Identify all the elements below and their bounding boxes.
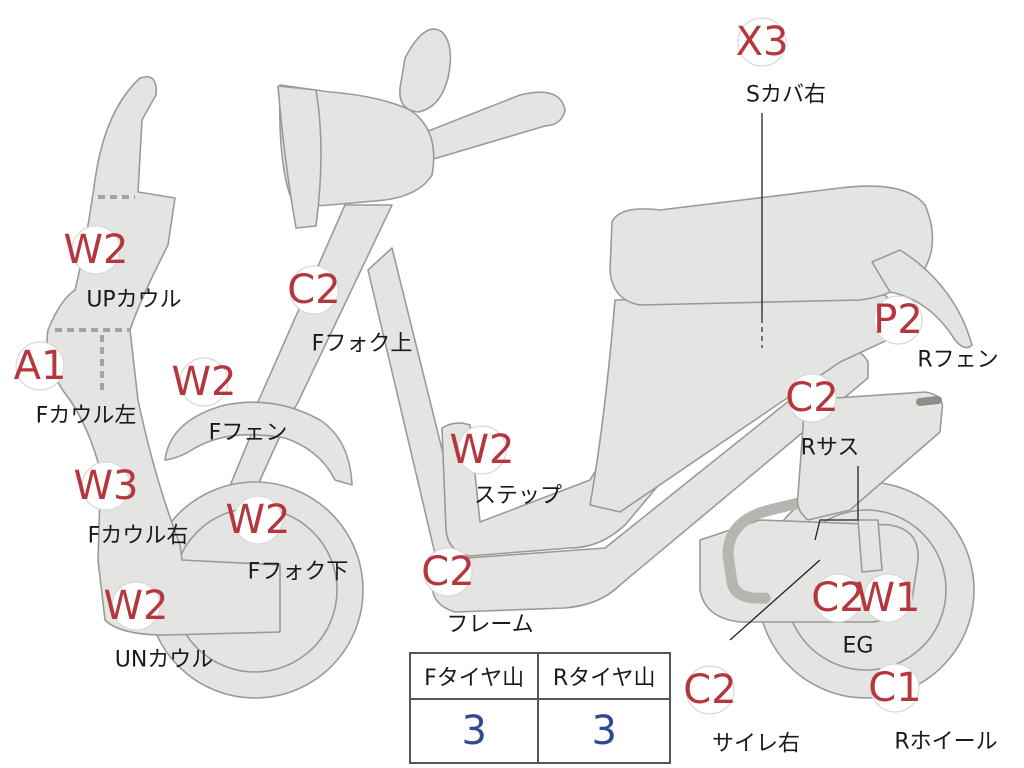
leader-r-suspension (814, 466, 859, 541)
badge-f-fork-upper: C2 Fフォク上 (287, 265, 413, 357)
condition-code: C2 (785, 375, 838, 421)
part-label: Fフォク上 (312, 332, 413, 357)
badge-r-suspension: C2 Rサス (785, 373, 860, 461)
badge-circle (685, 665, 735, 715)
condition-code: W3 (74, 463, 139, 509)
condition-code: C2 (421, 549, 474, 595)
badge-circle (15, 341, 65, 391)
badge-engine: C2 W1 EG (811, 573, 921, 659)
badge-circle (179, 357, 229, 407)
motorcycle-silhouette (46, 28, 975, 699)
badge-circle (289, 265, 339, 315)
part-label: ステップ (474, 484, 562, 509)
part-label: Fフォク下 (248, 560, 349, 585)
rear-fender (871, 249, 973, 349)
part-label: サイレ右 (712, 732, 800, 757)
badge-r-fender: P2 Rフェン (873, 295, 999, 373)
condition-code: P2 (873, 297, 923, 343)
badge-f-cowl-left: A1 Fカウル左 (14, 341, 137, 429)
badge-circle (737, 17, 787, 67)
badge-circle (873, 295, 923, 345)
part-label: UPカウル (86, 288, 181, 313)
condition-code: C2 (287, 267, 340, 313)
leader-lines (729, 113, 859, 641)
headlight-lens (277, 85, 322, 229)
badge-step: W2 ステップ (450, 425, 562, 509)
part-label: Rホイール (894, 730, 997, 755)
badge-r-wheel: C1 Rホイール (868, 663, 998, 755)
part-label: Rサス (801, 436, 860, 461)
condition-code: C2 (811, 575, 864, 621)
front-fender (164, 401, 353, 486)
condition-code: W2 (226, 497, 291, 543)
part-label: Sカバ右 (746, 83, 826, 108)
front-fork (249, 204, 393, 426)
leader-muffler (729, 559, 821, 641)
condition-code: W2 (104, 583, 169, 629)
rear-tire-tread-value: 3 (537, 698, 671, 764)
badge-circle (863, 573, 913, 623)
badge-un-cowl: W2 UNカウル (104, 581, 214, 673)
badge-circle (787, 373, 837, 423)
tire-tread-table: Fタイヤ山 Rタイヤ山 3 3 (408, 652, 671, 764)
badge-circle (813, 573, 863, 623)
table-row: 3 3 (408, 698, 671, 764)
badge-circle (81, 461, 131, 511)
condition-code: W2 (172, 359, 237, 405)
part-label: UNカウル (115, 648, 214, 673)
condition-code: W2 (64, 227, 129, 273)
exhaust-pipe (722, 482, 866, 604)
rear-tire-tread-header: Rタイヤ山 (537, 652, 671, 700)
badge-circle (423, 547, 473, 597)
badge-up-cowl: W2 UPカウル (64, 225, 182, 313)
part-label: EG (843, 634, 874, 659)
windscreen (399, 28, 452, 113)
badge-f-fork-lower: W2 Fフォク下 (226, 495, 349, 585)
badge-frame: C2 フレーム (421, 547, 534, 638)
condition-code: C2 (683, 667, 736, 713)
badge-circle (71, 225, 121, 275)
badge-s-cover-right: X3 Sカバ右 (736, 17, 826, 108)
part-label: Fカウル左 (36, 404, 137, 429)
rear-shock (857, 519, 883, 573)
part-label: Fフェン (209, 421, 288, 446)
rear-axle-rod (916, 396, 942, 406)
badge-f-fender: W2 Fフェン (172, 357, 288, 446)
rear-rail (796, 391, 944, 521)
badge-circle (111, 581, 161, 631)
table-header-row: Fタイヤ山 Rタイヤ山 (408, 652, 671, 700)
front-tire-tread-value: 3 (408, 698, 540, 764)
condition-code: W2 (450, 427, 515, 473)
part-label: フレーム (446, 613, 533, 638)
part-label: Rフェン (917, 348, 998, 373)
badge-circle (457, 425, 507, 475)
condition-code: W1 (856, 575, 921, 621)
badge-circle (233, 495, 283, 545)
seat (609, 185, 934, 306)
part-label: Fカウル右 (88, 524, 189, 549)
badge-muffler-right: C2 サイレ右 (683, 665, 800, 757)
badge-f-cowl-right: W3 Fカウル右 (74, 461, 189, 549)
condition-code: X3 (736, 19, 789, 65)
front-tire-tread-header: Fタイヤ山 (408, 652, 540, 700)
condition-code: A1 (14, 343, 67, 389)
condition-code: C1 (868, 665, 921, 711)
badge-circle (870, 663, 920, 713)
